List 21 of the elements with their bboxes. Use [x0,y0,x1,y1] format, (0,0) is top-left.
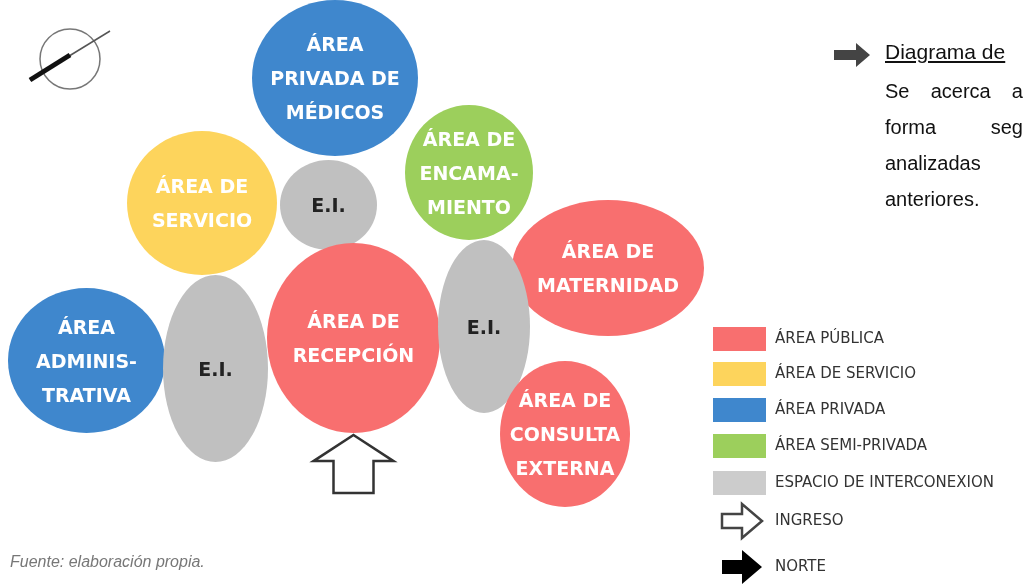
legend-label: INGRESO [775,511,844,529]
legend-label: NORTE [775,557,826,575]
body-paragraph: Se acerca a forma seg analizadas anteriores. [885,79,1023,212]
legend-label: ÁREA DE SERVICIO [775,364,916,382]
area-label: ÁREA ADMINIS-TRATIVA [35,314,138,408]
legend-label: ÁREA PÚBLICA [775,329,885,347]
area-label: ÁREA DE MATERNIDAD [536,239,680,298]
area-label: ÁREA DE CONSULTA EXTERNA [508,388,622,481]
entry-arrow [309,433,398,495]
legend-label: ESPACIO DE INTERCONEXION [775,473,995,491]
area-label: ÁREA DE SERVICIO [150,174,254,233]
area-label: E.I. [310,193,347,218]
legend-label: ÁREA PRIVADA [775,400,886,418]
area-label: E.I. [465,314,503,340]
area-label: ÁREA DE ENCAMA-MIENTO [418,126,520,220]
area-label: ÁREA PRIVADA DE MÉDICOS [269,32,401,125]
area-label: ÁREA DE RECEPCIÓN [291,309,416,368]
heading-text: Diagrama de [885,40,1006,64]
area-label: E.I. [197,356,234,382]
legend-label: ÁREA SEMI-PRIVADA [775,436,927,454]
source-caption: Fuente: elaboración propia. [10,553,205,571]
